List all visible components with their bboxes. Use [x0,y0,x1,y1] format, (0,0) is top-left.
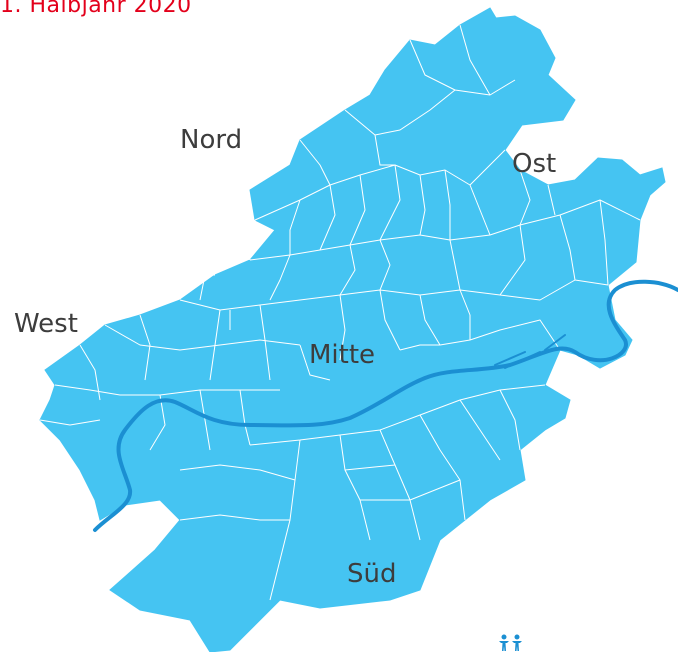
two-people-logo-icon [499,634,522,651]
district-label-mitte: Mitte [309,340,375,370]
district-label-nord: Nord [180,125,242,155]
river-harbor [494,334,566,369]
district-label-ost: Ost [512,149,556,179]
district-borders [39,24,641,601]
map-title: 1. Halbjahr 2020 [0,0,192,18]
city-outline [39,7,666,652]
district-label-sued: Süd [347,559,397,589]
district-label-west: West [14,309,78,339]
river-main [93,279,678,532]
